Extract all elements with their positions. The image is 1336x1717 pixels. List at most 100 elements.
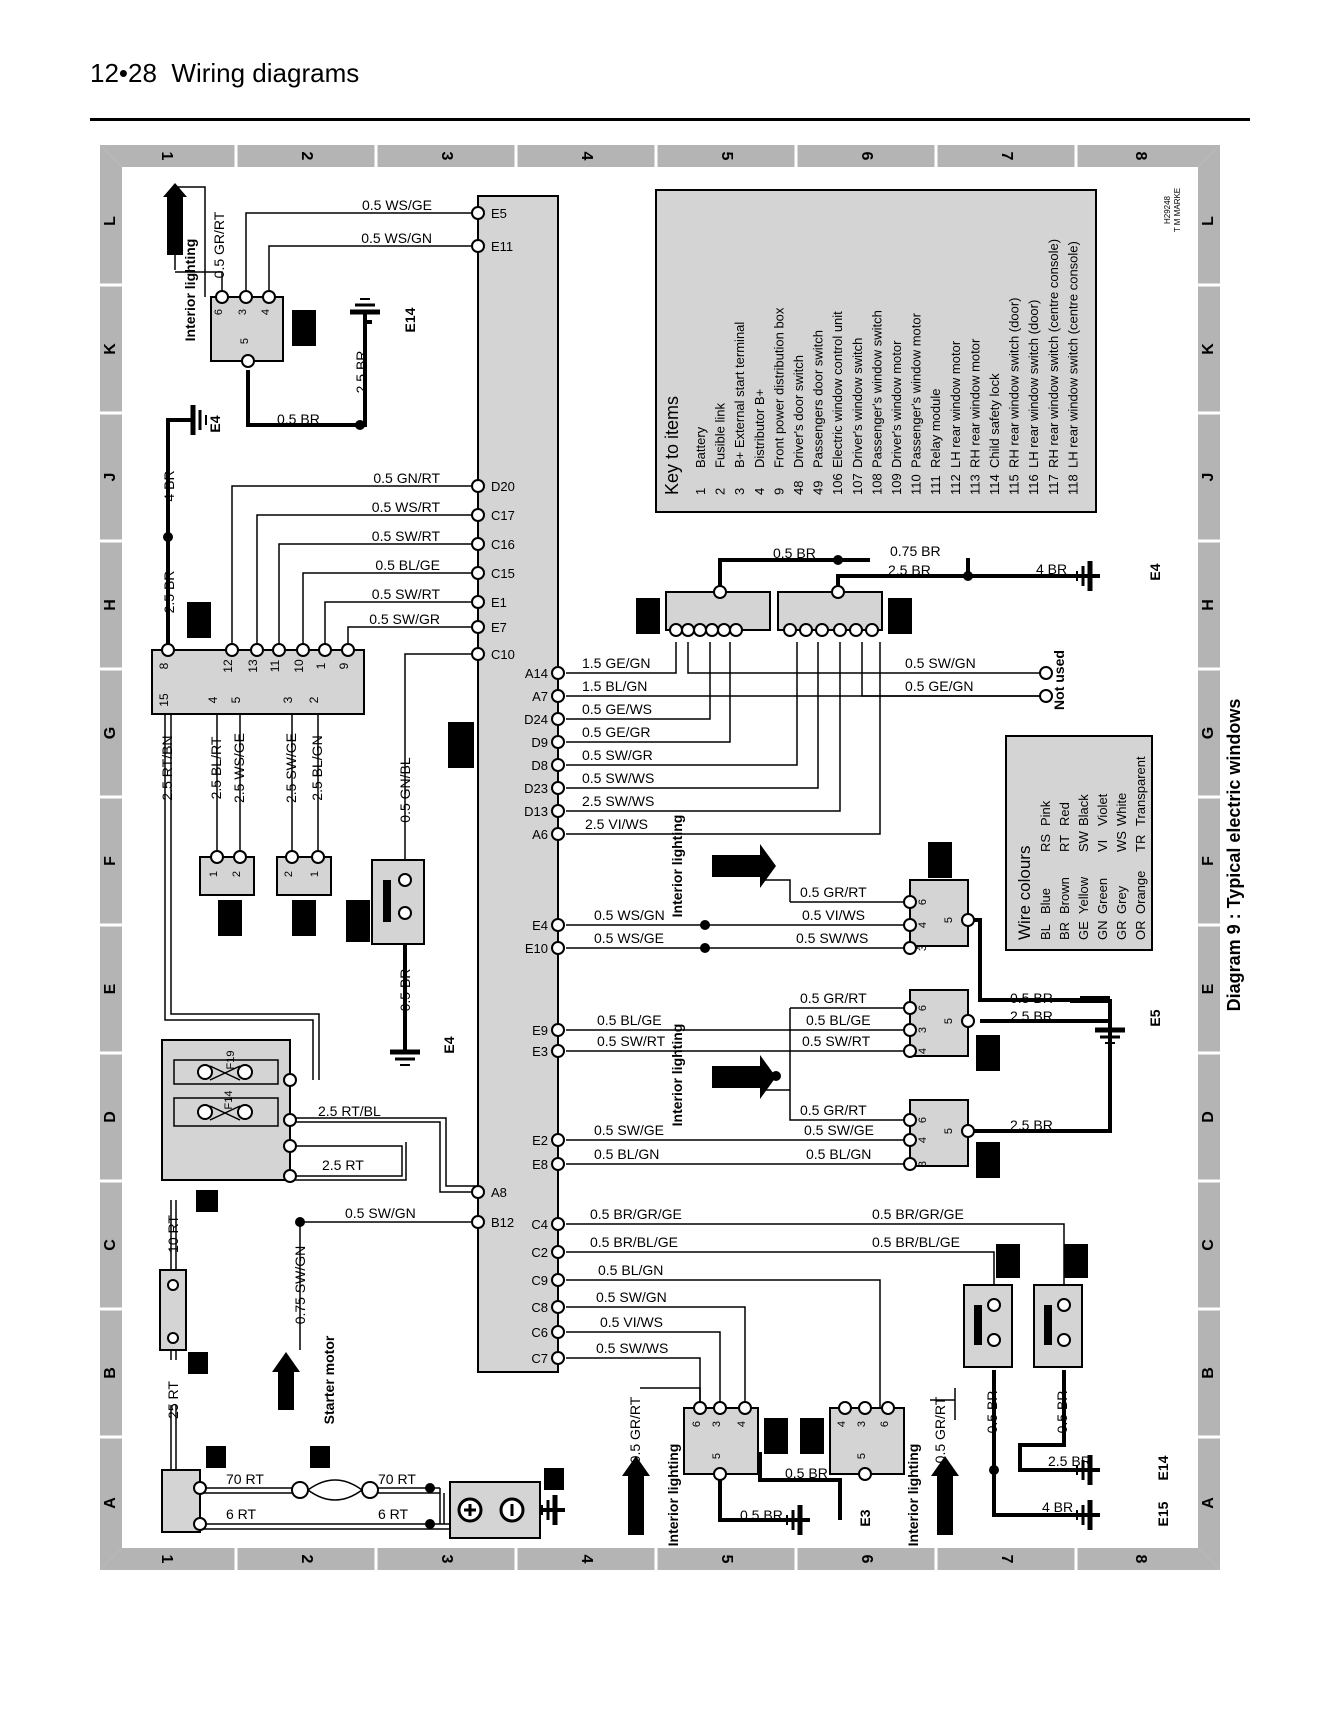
item-number: 111 — [190, 608, 207, 631]
interior-lighting-label: Interior lighting — [669, 815, 685, 918]
wire-colour-code: RS — [1038, 834, 1053, 852]
wire-label: 0.5 SW/GR — [369, 611, 440, 627]
ref-arrow-4e4-bl: 4/E4 — [622, 1456, 650, 1535]
distributor-b-plus-4: 4 — [159, 1269, 208, 1374]
pin-label: C9 — [531, 1273, 548, 1288]
front-power-distribution-box-9: F19 F14 9 — [161, 1039, 297, 1212]
key-item-label: Fusible link — [713, 402, 728, 468]
pin-label: E4 — [532, 918, 548, 933]
wire-label: 2.5 RT/BL — [318, 1103, 381, 1119]
passengers-window-switch-108: 4 3 6 5 108 — [800, 1401, 905, 1481]
wire-label: 0.5 GR/RT — [627, 1396, 643, 1463]
key-item-label: LH rear window motor — [948, 340, 963, 468]
pin-label: A6 — [532, 827, 548, 842]
key-item-number: 111 — [928, 475, 943, 495]
wire-label: 0.5 WS/GN — [594, 907, 665, 923]
ground-label: E14 — [1155, 1455, 1171, 1480]
pin-label: 4 — [917, 1048, 929, 1054]
key-item-label: RH rear window motor — [967, 338, 982, 468]
key-item-label: Distributor B+ — [752, 389, 767, 468]
row-label: L — [1200, 216, 1217, 226]
wire-label: 0.75 SW/GN — [292, 1246, 308, 1325]
pin-label: 5 — [943, 1128, 955, 1134]
interior-lighting-label: Interior lighting — [669, 1024, 685, 1127]
key-item-label: Passengers door switch — [811, 330, 826, 468]
wire-label: 6 RT — [226, 1506, 257, 1522]
wire-label: 0.5 WS/GE — [362, 197, 432, 213]
ref-arrow-1k3: 1/K3 — [272, 1352, 300, 1410]
wire-label: 0.5 SW/RT — [802, 1033, 871, 1049]
pin-label: D13 — [524, 804, 548, 819]
wire-colour-name: White — [1114, 793, 1129, 826]
fuse-label: F14 — [223, 1091, 235, 1110]
wire-colour-name: Transparent — [1133, 756, 1148, 826]
row-label: B — [102, 1367, 119, 1379]
page-number: 12•28 — [90, 58, 157, 88]
pin-label: 2 — [231, 871, 243, 877]
item-number: 4 — [189, 1359, 204, 1367]
wire-label: 2.5 BR — [1010, 1008, 1053, 1024]
pin-label: 5 — [943, 917, 955, 923]
item-number: 49 — [999, 1253, 1015, 1269]
row-label: F — [1200, 856, 1217, 866]
item-number: 108 — [803, 1424, 819, 1448]
wire-label: 0.5 BR — [1054, 1391, 1070, 1434]
wire-label: 2.5 RT — [322, 1157, 364, 1173]
pin-label: E1 — [491, 595, 507, 610]
pin-label: E9 — [532, 1023, 548, 1038]
col-label: 2 — [298, 152, 315, 161]
col-label: 8 — [1132, 1555, 1149, 1564]
wire-colour-name: Green — [1095, 878, 1110, 914]
pin-label: 12 — [221, 659, 235, 673]
row-label: K — [1200, 343, 1217, 355]
colour-list: BLBlueBRBrownGEYellowGNGreenGRGreyOROran… — [1038, 756, 1148, 940]
wire-label: 0.5 BL/GE — [375, 557, 440, 573]
key-item-label: Child safety lock — [987, 373, 1002, 468]
pin-label: 3 — [237, 309, 249, 315]
key-item-label: Front power distribution box — [771, 307, 786, 468]
key-item-number: 112 — [948, 474, 963, 495]
wire-label: 0.5 SW/WS — [796, 930, 868, 946]
pin-label: 3 — [917, 1161, 929, 1167]
pin-label: 5 — [711, 1453, 723, 1459]
wire-label: 2.5 BR — [1010, 1117, 1053, 1133]
pin-label: 4 — [260, 309, 272, 315]
fuse-label: F19 — [225, 1051, 237, 1070]
pin-label: C10 — [491, 647, 515, 662]
pin-label: C17 — [491, 508, 515, 523]
pin-label: C2 — [531, 1245, 548, 1260]
wire-label: 2.5 BL/GN — [309, 735, 325, 800]
wire-label: 0.5 SW/GN — [345, 1205, 416, 1221]
ref-label: 1/K3 — [277, 1376, 292, 1403]
key-item-label: LH rear window switch (centre console) — [1065, 241, 1080, 468]
pin-label: 1 — [309, 871, 321, 877]
wires — [164, 186, 1065, 1530]
key-item-number: 49 — [811, 481, 826, 495]
key-item-number: 115 — [1007, 474, 1022, 495]
key-item-number: 116 — [1026, 474, 1041, 495]
wire-colour-code: OR — [1133, 921, 1148, 941]
row-label: D — [102, 1111, 119, 1123]
wire-label: 0.5 BR — [984, 1391, 1000, 1434]
wire-label: 0.75 BR — [890, 543, 941, 559]
pin-label: E7 — [491, 620, 507, 635]
key-item-number: 107 — [850, 473, 865, 495]
row-label: D — [1200, 1111, 1217, 1123]
pin-label: 3 — [917, 945, 929, 951]
diagram-caption: Diagram 9 : Typical electric windows — [1224, 699, 1244, 1012]
interior-lighting-label: Interior lighting — [665, 1444, 681, 1547]
pin-label: 1 — [208, 871, 220, 877]
wire-label: 0.5 SW/GE — [804, 1122, 874, 1138]
row-label: H — [102, 599, 119, 611]
battery-1: 1 — [449, 1468, 564, 1539]
col-label: 3 — [438, 1555, 455, 1564]
pin-label: 6 — [879, 1421, 891, 1427]
key-item-number: 9 — [771, 488, 786, 495]
item-number: 106 — [452, 732, 469, 759]
pin-label: C7 — [531, 1351, 548, 1366]
reference-arrows: 4/E4 4/E4 4/E4 4/E4 4/E4 1/K3 — [163, 183, 959, 1535]
ground-label: E5 — [1147, 1009, 1163, 1026]
key-item-label: LH rear window switch (door) — [1026, 300, 1041, 468]
wire-label: 0.5 BR/GR/GE — [872, 1206, 964, 1222]
wire-colours-title: Wire colours — [1015, 846, 1034, 940]
